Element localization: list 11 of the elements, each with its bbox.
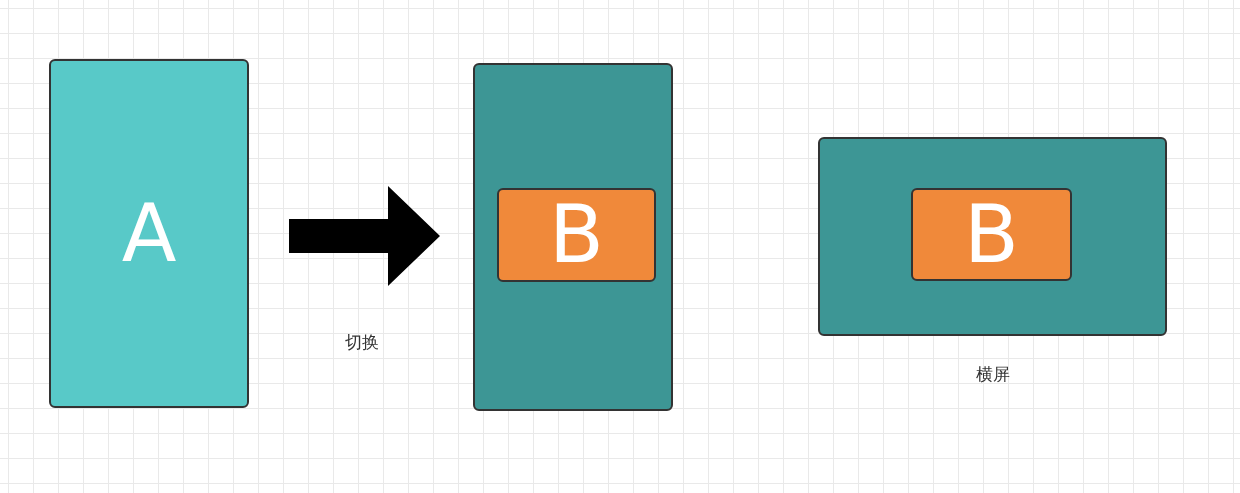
panel-box: [49, 59, 249, 408]
inner-box: [911, 188, 1072, 281]
box-letter: B: [549, 195, 604, 275]
box-letter: A: [121, 193, 177, 274]
inner-box: [497, 188, 656, 282]
panel-box: [818, 137, 1167, 336]
block-arrow: [289, 186, 440, 286]
panel-box: [473, 63, 673, 411]
caption-text: 切换: [345, 334, 379, 351]
caption-text: 横屏: [975, 366, 1010, 383]
box-letter: B: [964, 194, 1019, 275]
